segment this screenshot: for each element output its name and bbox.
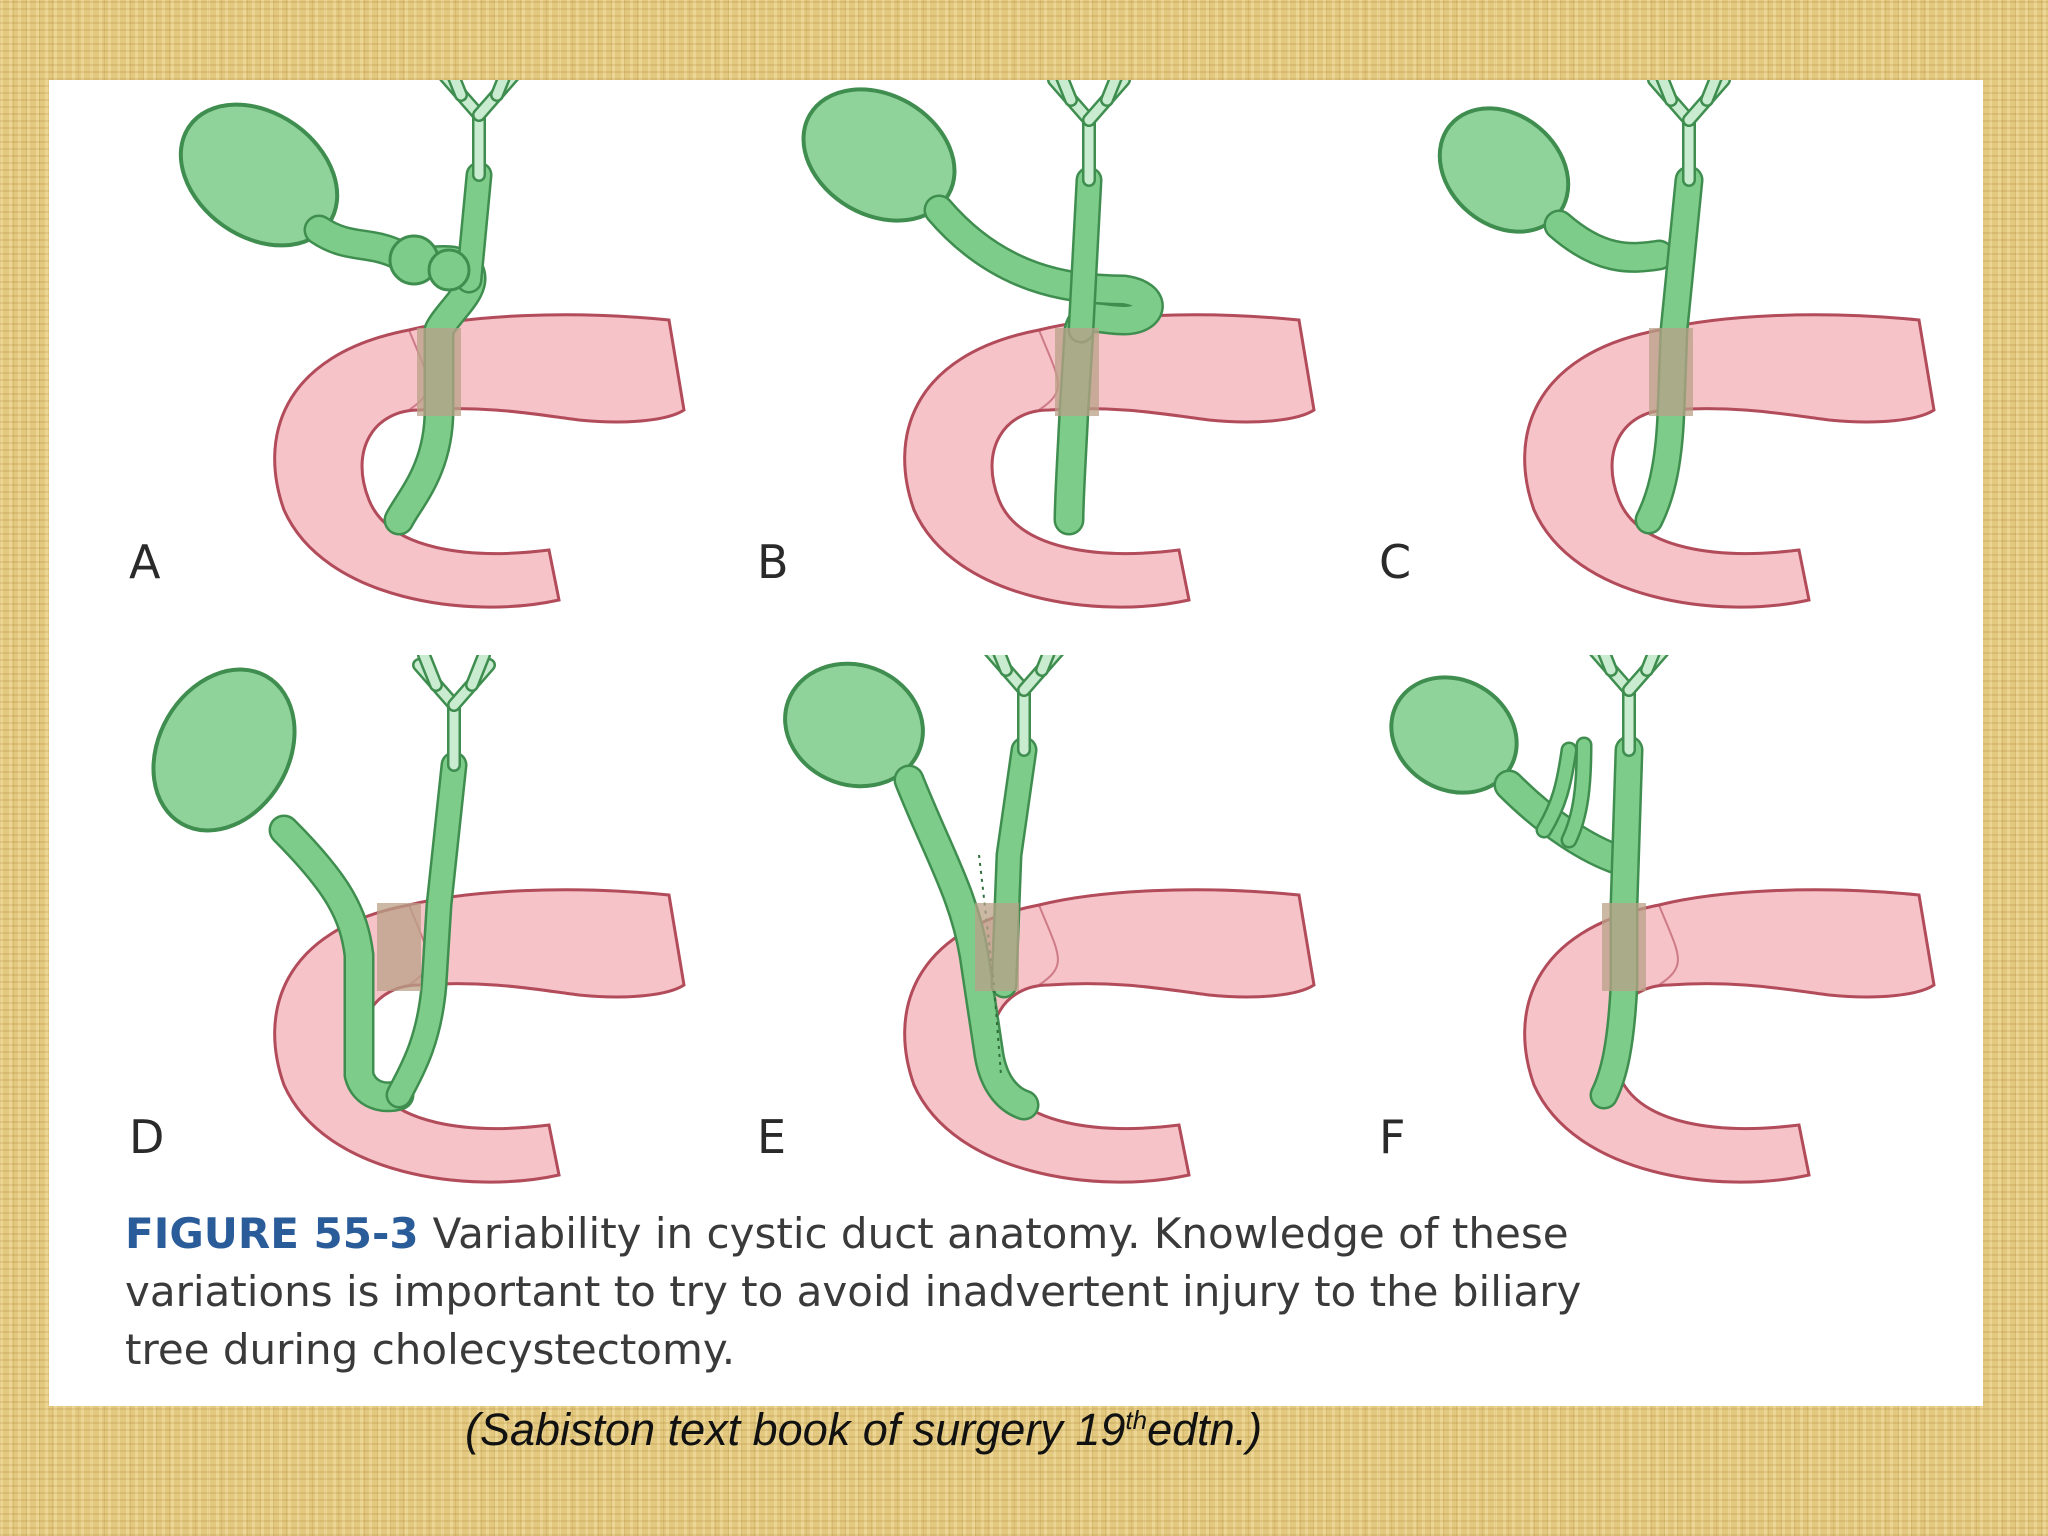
panel-label-d: D (129, 1110, 166, 1164)
panel-label-f: F (1379, 1110, 1407, 1164)
gallbladder (801, 87, 957, 223)
credit-superscript: th (1125, 1405, 1148, 1435)
figure-grid: A B C D E F (49, 80, 1983, 1220)
accessory-duct-1 (1538, 744, 1575, 836)
panel-label-b: B (757, 535, 790, 589)
duodenum (1523, 888, 1936, 1184)
gallbladder (783, 661, 925, 789)
cystic-duct-long (896, 767, 1037, 1118)
panel-label-e: E (757, 1110, 788, 1164)
figure-panel-d (109, 655, 729, 1215)
figure-panel-e (739, 655, 1359, 1215)
accessory-duct-2 (1563, 739, 1590, 846)
cystic-duct-parallel (271, 817, 412, 1110)
credit-prefix: (Sabiston text book of surgery 19 (465, 1404, 1126, 1455)
gallbladder (1389, 675, 1519, 795)
anatomy-illustration (178, 80, 686, 609)
common-hepatic-duct (1070, 169, 1100, 341)
figure-panel-c (1359, 80, 1979, 640)
hepatic-duct-branches (1589, 655, 1669, 757)
duodenum (273, 888, 686, 1184)
caption-line-1: Variability in cystic duct anatomy. Know… (432, 1209, 1569, 1258)
panel-label-c: C (1379, 535, 1413, 589)
common-hepatic-duct (388, 754, 465, 1106)
cystic-duct-crossing (926, 197, 1162, 533)
anatomy-illustration (1437, 80, 1936, 609)
source-credit: (Sabiston text book of surgery 19thedtn.… (465, 1404, 1262, 1456)
duodenum (1523, 313, 1936, 609)
common-hepatic-duct (458, 164, 490, 291)
gallbladder (151, 667, 297, 833)
duct-through-duodenum (377, 903, 421, 991)
duodenum (273, 313, 686, 609)
hepatic-duct-branches (1047, 80, 1131, 187)
panel-label-a: A (129, 535, 162, 589)
figure-panel-f (1359, 655, 1979, 1215)
hepatic-duct-branches (1647, 80, 1731, 187)
caption-line-3: tree during cholecystectomy. (125, 1325, 736, 1374)
hepatic-duct-branches (412, 655, 496, 772)
cystic-duct-short (1546, 212, 1672, 271)
duodenum (903, 313, 1316, 609)
anatomy-illustration (151, 655, 686, 1184)
duct-through-duodenum (1602, 903, 1646, 991)
duct-through-duodenum (1055, 328, 1099, 416)
caption-line-2: variations is important to try to avoid … (125, 1267, 1582, 1316)
duct-through-duodenum (417, 328, 461, 416)
figure-panel-b (739, 80, 1359, 640)
hepatic-duct-branches (439, 80, 519, 182)
figure-caption: FIGURE 55-3 Variability in cystic duct an… (125, 1205, 1945, 1379)
figure-panel: A B C D E F FIGURE 55-3 Variability in cystic … (49, 80, 1983, 1406)
anatomy-illustration (783, 655, 1316, 1184)
hepatic-duct-branches (984, 655, 1064, 757)
duct-through-duodenum (1649, 328, 1693, 416)
figure-panel-a (109, 80, 729, 640)
credit-suffix: edtn.) (1147, 1404, 1263, 1455)
anatomy-illustration (801, 80, 1316, 609)
duct-through-duodenum (975, 903, 1019, 991)
anatomy-illustration (1389, 655, 1936, 1184)
figure-number: FIGURE 55-3 (125, 1209, 419, 1258)
